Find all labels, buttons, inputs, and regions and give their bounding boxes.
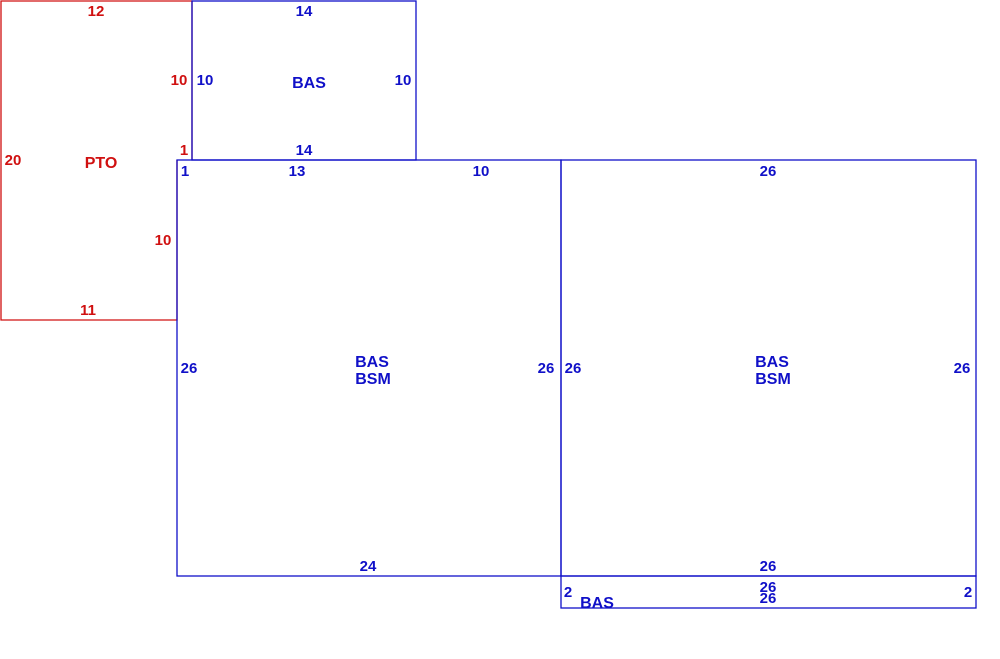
bas-strip-dim-right: 2 xyxy=(964,584,972,601)
pto-dim-bottom: 11 xyxy=(80,302,96,319)
pto-dim-right-lower: 10 xyxy=(155,232,172,249)
bas-bsm-right-dim-top: 26 xyxy=(760,163,777,180)
area-bas-bsm-right-label-2: BSM xyxy=(755,371,791,388)
bas-strip-dim-top: 26 xyxy=(760,579,777,596)
pto-dim-notch: 1 xyxy=(180,142,188,159)
bas-bsm-right-dim-left: 26 xyxy=(565,360,582,377)
area-bas-strip: BAS 26 2 26 2 xyxy=(560,575,977,612)
bas-top-dim-left: 10 xyxy=(197,72,214,89)
bas-bsm-left-dim-right: 26 xyxy=(538,360,555,377)
area-bas-bsm-right-label-1: BAS xyxy=(755,354,789,371)
bas-bsm-right-dim-bottom: 26 xyxy=(760,558,777,575)
area-pto: PTO 12 10 1 10 11 20 xyxy=(0,0,193,321)
bas-top-dim-right: 10 xyxy=(395,72,412,89)
bas-strip-dim-left: 2 xyxy=(564,584,572,601)
area-bas-bsm-left-label-2: BSM xyxy=(355,371,391,388)
bas-top-dim-top: 14 xyxy=(296,3,313,20)
pto-dim-right-upper: 10 xyxy=(171,72,188,89)
area-bas-strip-outline xyxy=(560,575,977,609)
area-bas-bsm-right: BAS BSM 26 26 26 26 xyxy=(560,159,977,577)
pto-dim-top: 12 xyxy=(88,3,105,20)
area-pto-label: PTO xyxy=(85,155,118,172)
bas-bsm-right-dim-right: 26 xyxy=(954,360,971,377)
bas-bsm-left-dim-top-a: 13 xyxy=(289,163,306,180)
area-bas-top-label: BAS xyxy=(292,75,326,92)
area-bas-top: BAS 14 10 10 14 xyxy=(191,0,417,161)
bas-bsm-left-dim-bottom: 24 xyxy=(360,558,377,575)
area-bas-strip-label: BAS xyxy=(580,595,614,612)
pto-dim-left: 20 xyxy=(5,152,22,169)
bas-top-dim-bottom: 14 xyxy=(296,142,313,159)
area-bas-bsm-left: BAS BSM 1 13 10 26 26 24 xyxy=(176,159,562,577)
bas-bsm-left-dim-left: 26 xyxy=(181,360,198,377)
area-bas-bsm-left-label-1: BAS xyxy=(355,354,389,371)
bas-strip-dim-bottom: 26 xyxy=(760,590,777,607)
bas-bsm-left-dim-top-b: 10 xyxy=(473,163,490,180)
bas-bsm-left-dim-notch: 1 xyxy=(181,163,189,180)
